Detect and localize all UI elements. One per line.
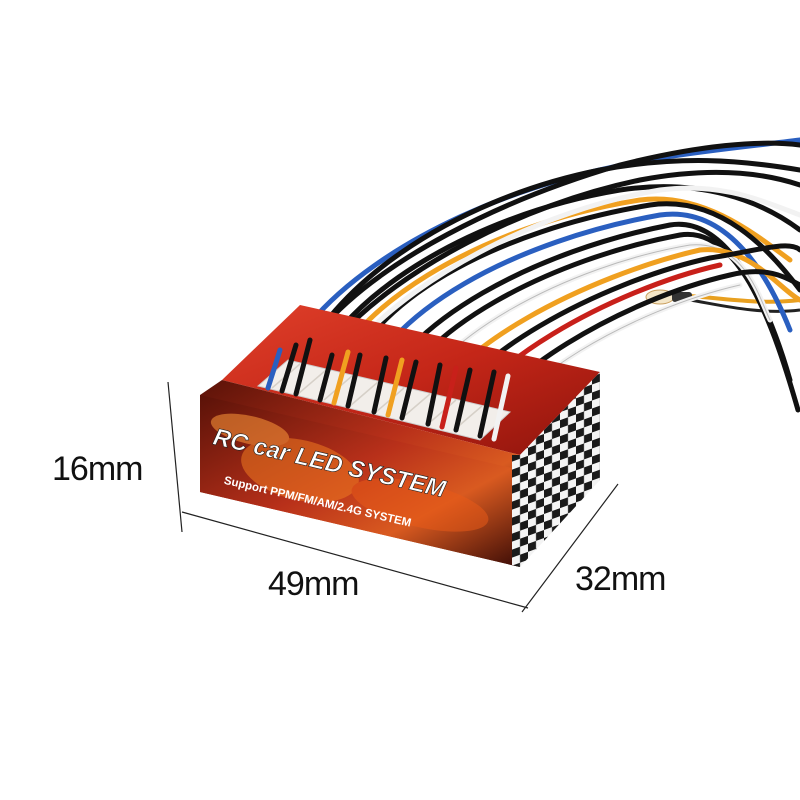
- depth-dimension-line: [521, 483, 619, 613]
- checkered-panel: [520, 372, 600, 567]
- width-dimension-label: 49mm: [268, 565, 359, 603]
- depth-dimension-label: 32mm: [575, 560, 666, 598]
- height-dimension-line: [167, 381, 183, 533]
- flame-graphic: [210, 413, 489, 532]
- wire-entries: [265, 337, 511, 442]
- width-dimension-line: [181, 511, 529, 609]
- dimension-lines: [167, 381, 619, 613]
- height-dimension-label: 16mm: [52, 450, 143, 488]
